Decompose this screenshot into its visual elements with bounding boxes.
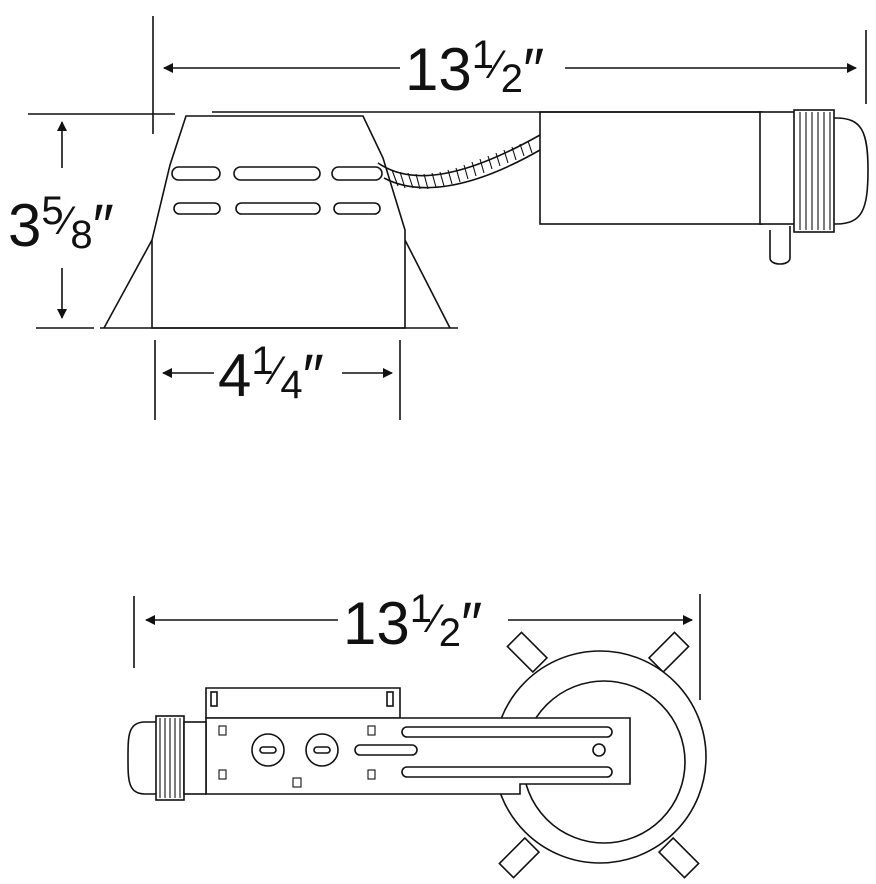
svg-text:131⁄2″: 131⁄2″ — [343, 587, 482, 657]
side-aperture-denominator: 4 — [280, 363, 302, 407]
side-height-numerator: 5 — [41, 189, 63, 233]
top-length-numerator: 1 — [410, 587, 432, 631]
top-length-whole: 13 — [343, 590, 410, 657]
svg-text:41⁄4″: 41⁄4″ — [218, 339, 324, 409]
side-height-whole: 3 — [8, 192, 41, 259]
svg-text:35⁄8″: 35⁄8″ — [8, 189, 114, 259]
junction-box — [539, 109, 869, 265]
side-aperture-numerator: 1 — [251, 339, 273, 383]
side-length-dimension: 131⁄2″ — [152, 16, 867, 134]
side-height-dimension: 35⁄8″ — [8, 113, 175, 329]
svg-text:131⁄2″: 131⁄2″ — [405, 33, 544, 103]
flex-conduit — [377, 134, 541, 190]
top-knob — [127, 715, 207, 801]
side-length-whole: 13 — [405, 36, 472, 103]
top-length-dimension: 131⁄2″ — [133, 587, 701, 700]
side-length-numerator: 1 — [472, 33, 494, 77]
top-view: 131⁄2″ — [127, 587, 707, 879]
side-length-denominator: 2 — [501, 57, 523, 101]
top-length-denominator: 2 — [439, 611, 461, 655]
side-aperture-whole: 4 — [218, 342, 251, 409]
side-height-denominator: 8 — [70, 213, 92, 257]
can-housing — [100, 111, 760, 329]
side-aperture-dimension: 41⁄4″ — [154, 339, 401, 420]
inch-mark: ″ — [523, 36, 544, 103]
mounting-plate — [205, 687, 631, 795]
side-view: 131⁄2″ 35⁄8″ — [8, 16, 869, 420]
